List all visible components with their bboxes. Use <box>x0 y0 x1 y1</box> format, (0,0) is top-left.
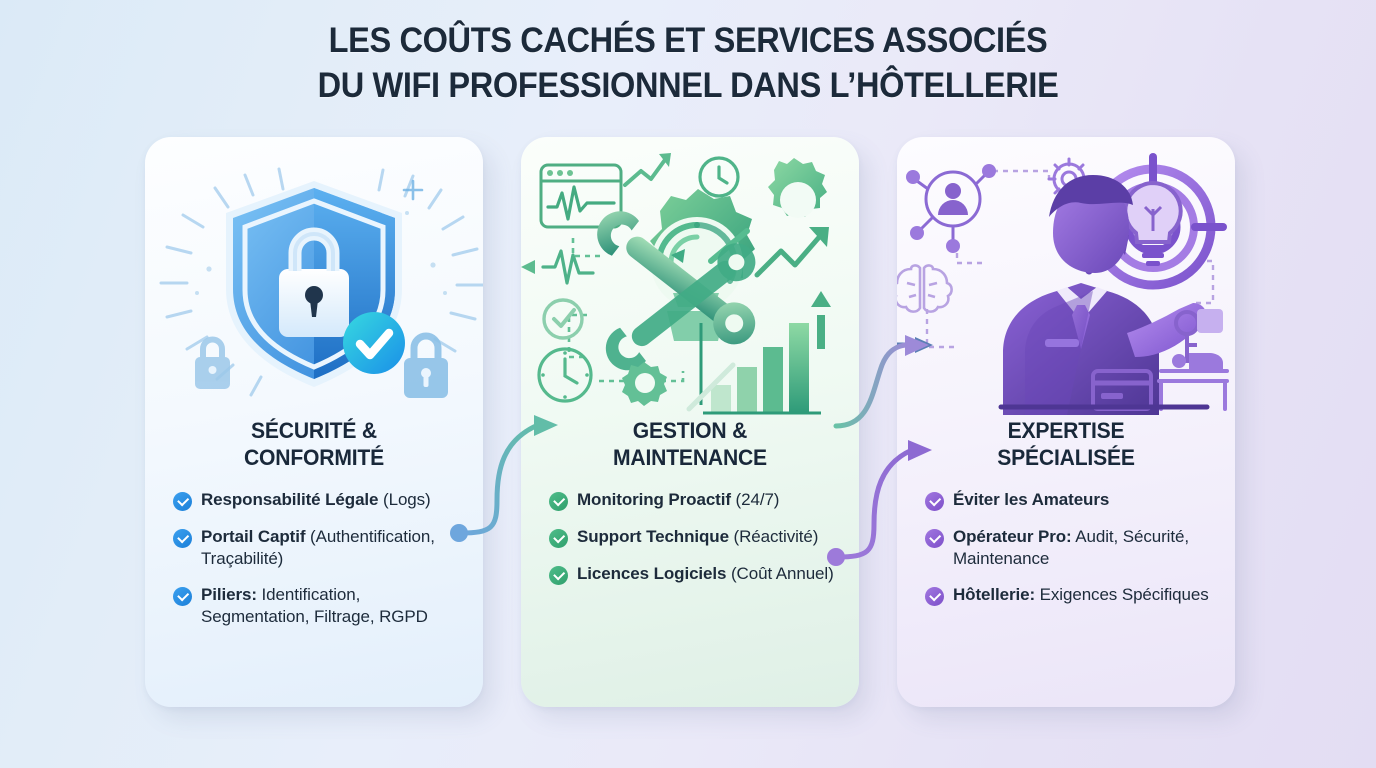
bullet-label: Hôtellerie: <box>953 585 1036 604</box>
list-item: Monitoring Proactif (24/7) <box>549 489 839 511</box>
bullet-label: Piliers: <box>201 585 257 604</box>
bullet-list-expertise: Éviter les Amateurs Opérateur Pro: Audit… <box>897 489 1235 606</box>
card-heading-line-1: EXPERTISE <box>1007 418 1125 443</box>
card-heading-securite: SÉCURITÉ & CONFORMITÉ <box>152 417 476 471</box>
bullet-detail: (Réactivité) <box>728 527 819 546</box>
card-securite-conformite[interactable]: SÉCURITÉ & CONFORMITÉ Responsabilité Lég… <box>145 137 483 707</box>
check-circle-icon <box>925 529 944 548</box>
card-gestion-maintenance[interactable]: GESTION & MAINTENANCE Monitoring Proacti… <box>521 137 859 707</box>
card-heading-line-2: CONFORMITÉ <box>243 445 385 470</box>
check-circle-icon <box>549 492 568 511</box>
card-heading-gestion: GESTION & MAINTENANCE <box>528 417 852 471</box>
check-circle-icon <box>549 529 568 548</box>
bullet-list-gestion: Monitoring Proactif (24/7) Support Techn… <box>521 489 859 585</box>
list-item: Support Technique (Réactivité) <box>549 526 839 548</box>
bullet-label: Monitoring Proactif <box>577 490 731 509</box>
card-expertise-specialisee[interactable]: EXPERTISE SPÉCIALISÉE Éviter les Amateur… <box>897 137 1235 707</box>
gears-wrench-monitoring-illustration <box>521 143 859 415</box>
list-item: Piliers: Identification, Segmentation, F… <box>173 584 463 627</box>
list-item: Éviter les Amateurs <box>925 489 1215 511</box>
bullet-label: Portail Captif <box>201 527 306 546</box>
card-heading-line-2: SPÉCIALISÉE <box>997 445 1135 470</box>
list-item: Licences Logiciels (Coût Annuel) <box>549 563 839 585</box>
bullet-detail: (Authentification, Traçabilité) <box>201 527 435 568</box>
card-heading-line-2: MAINTENANCE <box>613 445 767 470</box>
bullet-list-securite: Responsabilité Légale (Logs) Portail Cap… <box>145 489 483 627</box>
shield-lock-illustration <box>145 143 483 415</box>
check-circle-icon <box>173 587 192 606</box>
bullet-label: Responsabilité Légale <box>201 490 379 509</box>
bullet-detail: Identification, Segmentation, Filtrage, … <box>201 585 428 626</box>
bullet-label: Licences Logiciels <box>577 564 727 583</box>
check-circle-icon <box>925 492 944 511</box>
card-heading-line-1: SÉCURITÉ & <box>251 418 377 443</box>
card-heading-line-1: GESTION & <box>632 418 748 443</box>
check-circle-icon <box>173 529 192 548</box>
page-title: LES COÛTS CACHÉS ET SERVICES ASSOCIÉS DU… <box>0 18 1376 108</box>
list-item: Opérateur Pro: Audit, Sécurité, Maintena… <box>925 526 1215 569</box>
card-heading-expertise: EXPERTISE SPÉCIALISÉE <box>904 417 1228 471</box>
page-title-line-1: LES COÛTS CACHÉS ET SERVICES ASSOCIÉS <box>328 21 1048 60</box>
bullet-detail: Exigences Spécifiques <box>1035 585 1209 604</box>
list-item: Responsabilité Légale (Logs) <box>173 489 463 511</box>
check-circle-icon <box>925 587 944 606</box>
bullet-detail: (Logs) <box>378 490 431 509</box>
bullet-label: Support Technique <box>577 527 729 546</box>
bullet-detail: (Coût Annuel) <box>726 564 834 583</box>
page-title-line-2: DU WIFI PROFESSIONNEL DANS L’HÔTELLERIE <box>317 66 1059 105</box>
list-item: Hôtellerie: Exigences Spécifiques <box>925 584 1215 606</box>
check-circle-icon <box>173 492 192 511</box>
bullet-detail: Audit, Sécurité, Maintenance <box>953 527 1189 568</box>
list-item: Portail Captif (Authentification, Traçab… <box>173 526 463 569</box>
check-circle-icon <box>549 566 568 585</box>
bullet-detail: (24/7) <box>730 490 780 509</box>
bullet-label: Opérateur Pro: <box>953 527 1072 546</box>
bullet-label: Éviter les Amateurs <box>953 490 1110 509</box>
card-container: SÉCURITÉ & CONFORMITÉ Responsabilité Lég… <box>0 137 1376 712</box>
expert-consultant-illustration <box>897 143 1235 415</box>
